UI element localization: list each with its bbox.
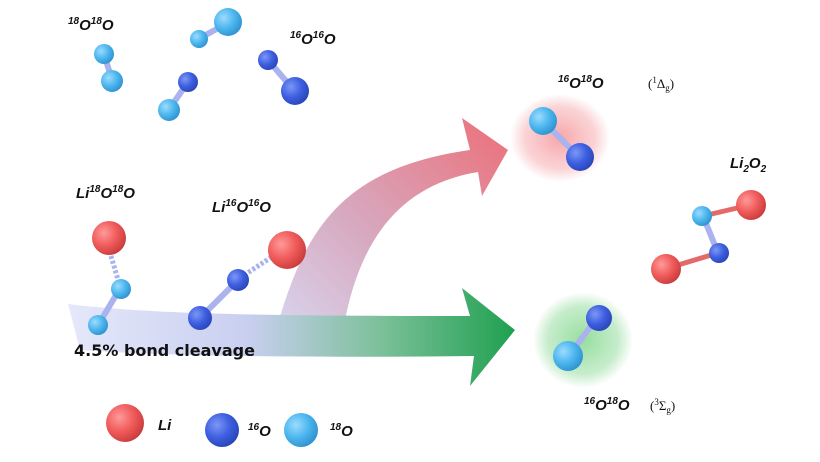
reaction-arrows [68,118,515,386]
molecule-o18o18-free [94,44,123,92]
label-singlet-product: 16O18O [558,74,604,92]
molecule-li2o2 [651,190,766,284]
label-o18o18: 18O18O [68,16,114,34]
molecule-o16o18-top [190,8,242,48]
label-singlet-state: (1Δg) [648,75,674,93]
molecule-o16o16-free [258,50,309,105]
molecule-o16o18-mid [158,72,198,121]
triplet-arrow [68,288,515,386]
legend: Li 16O 18O [106,404,353,447]
label-li-o18o18: Li18O18O [76,184,135,202]
label-triplet-state: (3Σg) [650,397,675,415]
molecule-li-o18o18 [88,221,131,335]
molecule-li-o16o16 [188,231,306,330]
legend-o18-label: 18O [330,422,353,440]
legend-li-swatch [106,404,144,442]
molecule-singlet-product [510,94,610,182]
label-li2o2: Li2O2 [730,155,767,175]
legend-li-label: Li [158,417,172,434]
legend-o18-swatch [284,413,318,447]
cleavage-label: 4.5% bond cleavage [74,341,255,360]
legend-o16-swatch [205,413,239,447]
molecule-triplet-product [533,292,633,388]
legend-o16-label: 16O [248,422,271,440]
label-triplet-product: 16O18O [584,396,630,414]
label-li-o16o16: Li16O16O [212,198,271,216]
singlet-arrow [270,118,508,352]
label-o16o16: 16O16O [290,30,336,48]
